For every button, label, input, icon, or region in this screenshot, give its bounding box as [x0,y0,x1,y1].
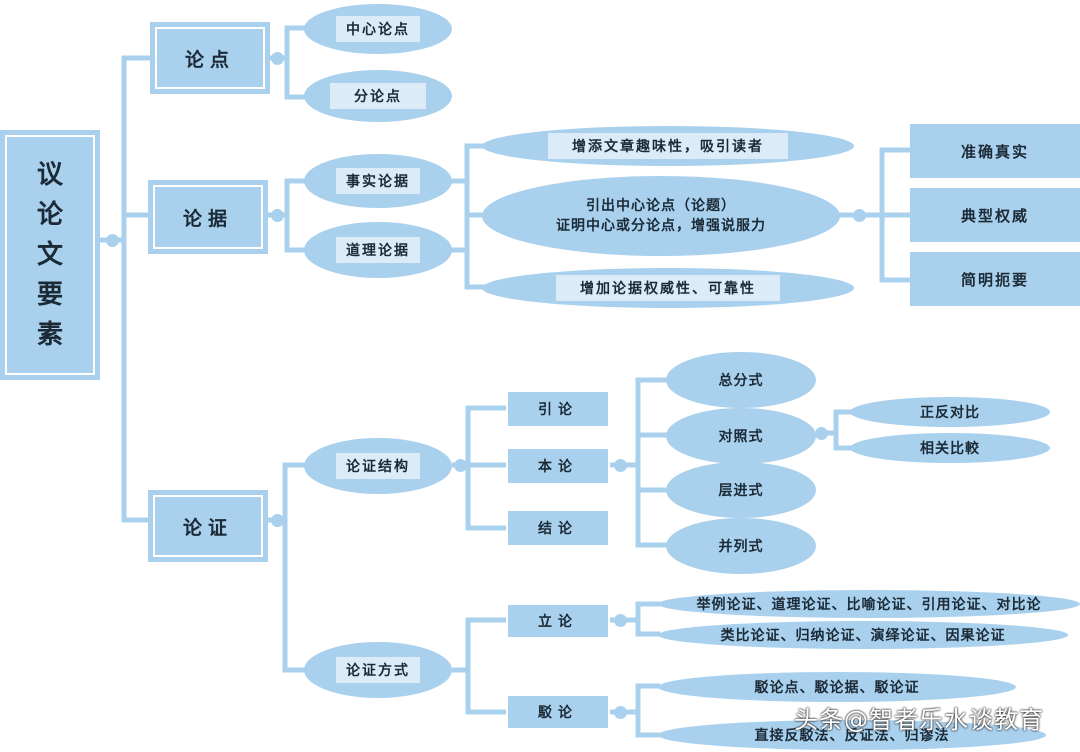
node-label: 引出中心论点（论题） [586,198,736,214]
part-jielun: 结论 [506,509,610,547]
requirement-concise: 简明扼要 [910,252,1080,306]
node-label: 结论 [506,509,610,547]
root-char: 文 [36,240,63,270]
node-label: 论证结构 [336,453,420,479]
method-bolun: 駁论 [506,694,610,730]
connector-dot [271,514,284,527]
node-label: 证明中心或分论点，增强说服力 [556,218,766,234]
branch-label: 论据 [153,185,263,249]
node-label: 并列式 [718,539,764,555]
node-label: 直接反駁法、反证法、归谬法 [754,728,950,744]
node-fen-lundian: 分论点 [304,70,452,122]
form-binglie: 并列式 [666,518,816,574]
contrast-xiangguan: 相关比較 [850,433,1050,463]
node-label: 道理论据 [336,237,420,263]
node-shishi-lunju: 事实论据 [304,154,452,208]
node-label: 引论 [506,390,610,428]
part-benlun: 本论 [506,447,610,485]
branch-lunzheng: 论证 [148,490,268,562]
branch-lundian: 论点 [150,22,270,94]
node-label: 相关比較 [920,441,980,457]
connector-dot [271,209,284,222]
node-function-2: 引出中心论点（论题） 证明中心或分论点，增强说服力 [482,176,840,256]
node-label: 駁论点、駁论据、駁论证 [754,680,920,696]
node-label: 对照式 [718,429,764,445]
connector-dot [271,52,284,65]
part-yinlun: 引论 [506,390,610,428]
bolun-item-2: 直接反駁法、反证法、归谬法 [658,720,1046,750]
form-duizhao: 对照式 [666,408,816,464]
connector-dot [614,459,627,472]
branch-lunju: 论据 [148,180,268,254]
node-daoli-lunju: 道理论据 [304,222,452,278]
node-label: 分论点 [330,83,426,109]
method-lilun: 立论 [506,603,610,639]
root-char: 论 [36,200,63,230]
requirement-typical: 典型权威 [910,188,1080,242]
node-label: 总分式 [718,373,764,389]
lilun-item-1: 举例论证、道理论证、比喻论证、引用论证、对比论 [658,590,1080,618]
branch-label: 论点 [155,27,265,89]
root-char: 素 [36,320,63,350]
node-lunzheng-jiegou: 论证结构 [304,438,452,494]
node-label: 论证方式 [336,657,420,683]
node-lunzheng-fangshi: 论证方式 [304,642,452,698]
root-char: 议 [36,160,63,190]
connector-dot [853,209,866,222]
branch-label: 论证 [153,495,263,557]
node-label: 正反对比 [920,405,980,421]
connector-dot [614,614,627,627]
root-node: 议 论 文 要 素 [0,130,100,380]
connector-dot [106,234,119,247]
node-label: 駁论 [506,694,610,730]
node-function-1: 增添文章趣味性，吸引读者 [482,126,854,166]
node-label: 增加论据权威性、可靠性 [556,275,780,301]
node-function-3: 增加论据权威性、可靠性 [482,268,854,308]
node-label: 本论 [506,447,610,485]
node-label: 层进式 [718,483,764,499]
node-zhongxin-lundian: 中心论点 [304,4,452,54]
node-label: 典型权威 [960,206,1029,225]
node-label: 立论 [506,603,610,639]
node-label: 类比论证、归纳论证、演绎论证、因果论证 [720,628,1006,644]
bolun-item-1: 駁论点、駁论据、駁论证 [658,672,1016,702]
node-label: 中心论点 [336,16,420,42]
connector-dot [815,427,828,440]
node-label: 增添文章趣味性，吸引读者 [548,133,788,159]
node-label: 简明扼要 [960,270,1029,289]
requirement-accurate: 准确真实 [910,124,1080,178]
root-char: 要 [36,280,63,310]
watermark: 头条@智者乐水谈教育 [794,706,1044,734]
lilun-item-2: 类比论证、归纳论证、演绎论证、因果论证 [658,621,1068,649]
contrast-zhengfan: 正反对比 [850,397,1050,427]
node-label: 举例论证、道理论证、比喻论证、引用论证、对比论 [696,597,1042,613]
node-label: 准确真实 [960,142,1029,161]
connector-dot [614,706,627,719]
node-label: 事实论据 [336,168,420,194]
form-zongfen: 总分式 [666,352,816,408]
form-cengjin: 层进式 [666,462,816,518]
connector-dot [454,459,467,472]
